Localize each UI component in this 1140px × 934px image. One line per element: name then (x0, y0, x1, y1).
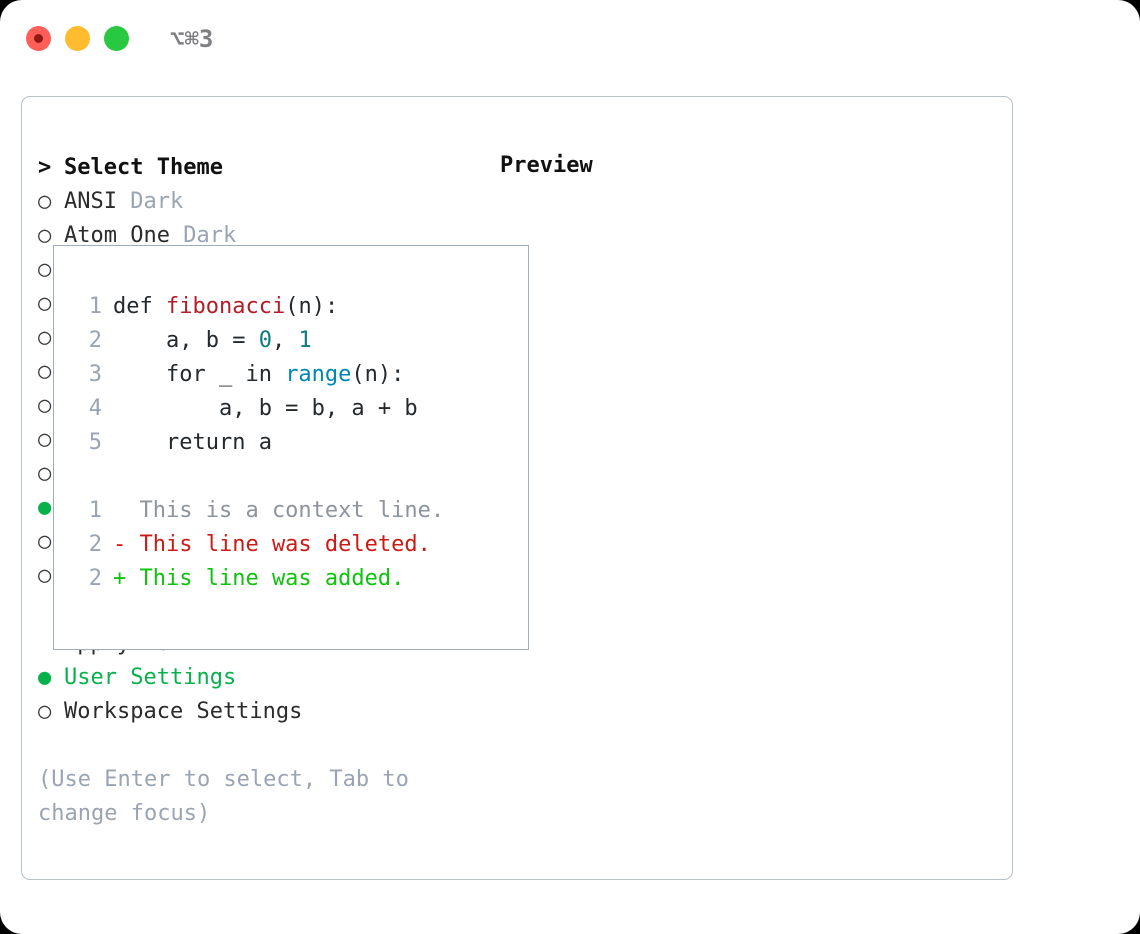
radio-unselected-icon[interactable]: ○ (38, 427, 65, 452)
code-token-call: range (285, 362, 352, 387)
code-line: 1 def fibonacci(n): (74, 290, 444, 324)
code-token-fn: fibonacci (165, 294, 286, 319)
code-line-number: 4 (88, 396, 102, 421)
code-token-num: 0 (258, 328, 272, 353)
apply-to-item-label: User Settings (64, 665, 237, 690)
title-bar: ⌥⌘3 (0, 0, 1140, 78)
apply-to-item-label: Workspace Settings (64, 699, 303, 724)
zoom-button-icon[interactable] (104, 26, 129, 51)
close-button-icon[interactable] (26, 26, 51, 51)
radio-unselected-icon[interactable]: ○ (38, 291, 65, 316)
radio-selected-icon[interactable]: ● (38, 495, 65, 520)
code-line: 4 a, b = b, a + b (74, 392, 444, 426)
radio-selected-icon[interactable]: ● (38, 665, 65, 690)
keyboard-shortcut-label: ⌥⌘3 (170, 25, 214, 53)
code-token-plain: a, b = b, a + b (113, 396, 418, 421)
theme-variant-badge: Dark (116, 189, 184, 214)
theme-list-item[interactable]: ○ ANSI Dark (38, 185, 488, 219)
code-token-plain: (n): (351, 362, 405, 387)
radio-unselected-icon[interactable]: ○ (38, 257, 65, 282)
radio-unselected-icon[interactable]: ○ (38, 189, 65, 214)
theme-variant-badge: Dark (169, 223, 237, 248)
code-line: 2 + This line was added. (74, 562, 444, 596)
code-line: 5 return a (74, 426, 444, 460)
code-line-number: 1 (88, 498, 102, 523)
radio-unselected-icon[interactable]: ○ (38, 223, 65, 248)
code-token-kw: def (113, 294, 166, 319)
code-token-ctx: This is a context line. (113, 498, 445, 523)
code-token-plain: return a (113, 430, 272, 455)
apply-to-list: ● User Settings○ Workspace Settings (38, 661, 488, 729)
radio-unselected-icon[interactable]: ○ (38, 529, 65, 554)
code-token-plain: for _ in (113, 362, 286, 387)
theme-picker-panel: > Select Theme ○ ANSI Dark○ Atom One Dar… (21, 96, 1013, 880)
code-line-number: 2 (88, 532, 102, 557)
window-controls (26, 26, 129, 51)
code-line: 2 - This line was deleted. (74, 528, 444, 562)
heading-caret-icon: > (38, 155, 65, 180)
code-line: 3 for _ in range(n): (74, 358, 444, 392)
code-token-plain: (n): (285, 294, 339, 319)
code-line: 2 a, b = 0, 1 (74, 324, 444, 358)
code-line-number: 3 (88, 362, 102, 387)
radio-unselected-icon[interactable]: ○ (38, 699, 65, 724)
radio-unselected-icon[interactable]: ○ (38, 563, 65, 588)
apply-to-item[interactable]: ● User Settings (38, 661, 488, 695)
select-theme-heading-label: Select Theme (64, 155, 223, 180)
hint-spacer (38, 729, 488, 763)
code-token-add: + This line was added. (113, 566, 405, 591)
select-theme-heading: > Select Theme (38, 151, 488, 185)
apply-to-item[interactable]: ○ Workspace Settings (38, 695, 488, 729)
preview-column: Preview (500, 151, 1000, 181)
radio-unselected-icon[interactable]: ○ (38, 393, 65, 418)
theme-list-item-label: ANSI (64, 189, 117, 214)
code-line: 1 This is a context line. (74, 494, 444, 528)
theme-list-item-label: Atom One (64, 223, 170, 248)
radio-unselected-icon[interactable]: ○ (38, 359, 65, 384)
code-line-number: 5 (88, 430, 102, 455)
code-line-number: 1 (88, 294, 102, 319)
preview-heading: Preview (500, 153, 593, 178)
code-token-del: - This line was deleted. (113, 532, 431, 557)
keyboard-hint-text: (Use Enter to select, Tab to change focu… (38, 767, 423, 826)
code-token-plain: a, b = (113, 328, 259, 353)
code-token-plain: , (271, 328, 299, 353)
code-token-num: 1 (298, 328, 312, 353)
minimize-button-icon[interactable] (65, 26, 90, 51)
theme-list-item[interactable]: ○ Atom One Dark (38, 219, 488, 253)
code-line-number: 2 (88, 328, 102, 353)
radio-unselected-icon[interactable]: ○ (38, 325, 65, 350)
code-line (74, 460, 444, 494)
radio-unselected-icon[interactable]: ○ (38, 461, 65, 486)
code-line-number: 2 (88, 566, 102, 591)
